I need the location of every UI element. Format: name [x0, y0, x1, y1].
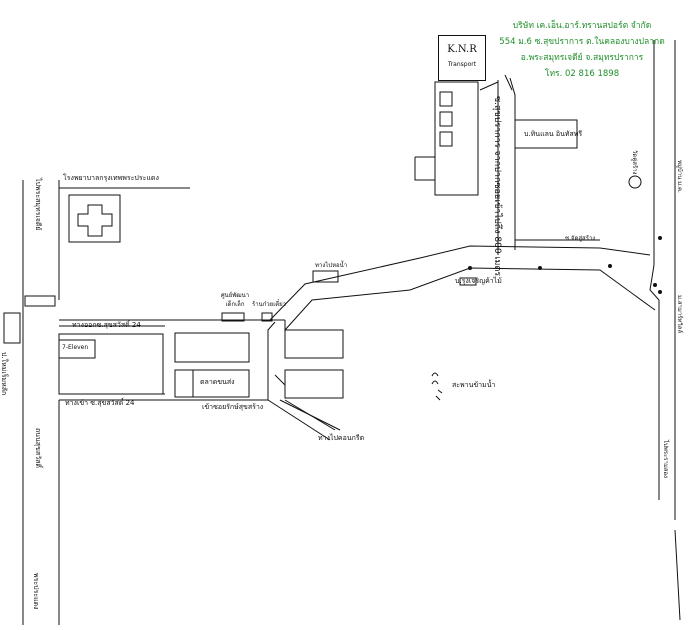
soi-sukprakan-entry: [479, 74, 513, 91]
rung-charoen-box: [459, 277, 477, 286]
diagonal-road-north-edge: [269, 245, 651, 321]
market-road: [279, 399, 341, 431]
building-left-arm: [414, 156, 435, 181]
sports-field-label: สะพานข้ามน้ำ: [452, 381, 496, 389]
soi24-in-label: ทางเข้า ซ.สุขสวัสดิ์ 24: [65, 399, 135, 407]
left-box-label: ป.ใหม่เร็มหลัก: [0, 352, 9, 395]
khok-sak-company-label: บ.ทินแลน อินทัสทรี: [524, 130, 583, 138]
to-water-tower-label: ทางไปหอน้ำ: [315, 262, 348, 269]
right-road-west-edge: [653, 40, 660, 500]
right-road-kink: [649, 264, 660, 301]
knr-title: K.N.R: [447, 44, 477, 55]
water-tower-box: [312, 270, 339, 283]
company-name: บริษัท เค.เอ็น.อาร์.ทรานสปอร์ต จำกัด: [512, 21, 652, 31]
concrete-road-west-edge: [267, 399, 331, 441]
hospital-label: โรงพยาบาลกรุงเทพพระประแดง: [63, 174, 159, 182]
chalong-krung-label: ซ.จัดสู่สร้าง: [565, 235, 596, 242]
knr-box: [438, 35, 486, 81]
bridge-icon: [431, 372, 443, 401]
building-3: [439, 131, 453, 147]
khok-sak-company-box: [514, 119, 578, 149]
block-b-inner: [174, 369, 194, 398]
to-concrete-label: ทางไปคอนกรีต: [318, 434, 365, 442]
seven-eleven-label: 7-Eleven: [62, 344, 89, 351]
soi-sukprakan-label: ซ.สุขปราการ จากปากซอยเข้าไปถึง 800 เมตร: [492, 96, 503, 276]
building-2: [439, 111, 453, 127]
sunrise-plaza-label: ตลาดขนส่ง: [200, 378, 235, 386]
hospital-icon: [68, 194, 121, 243]
company-address-line1: 554 ม.6 ซ.สุขปราการ ต.ในคลองบางปลากด: [499, 37, 665, 47]
noodle-shop-label: ร้านก๋วยเตี๋ยว: [252, 301, 287, 308]
building-1: [439, 91, 453, 107]
soi-sukprakan-east-edge: [509, 77, 516, 250]
left-road-bridge: [24, 295, 56, 307]
concrete-road-north-edge: [274, 374, 286, 386]
seven-eleven-block: [58, 333, 164, 395]
village-mc-label: หมู่บ้าน ม.ค.: [676, 160, 683, 193]
left-building: [3, 312, 21, 344]
block-d: [284, 369, 344, 399]
to-phra-pradaeng-label: พระประแดง: [32, 573, 40, 610]
wat-right-label: ไปพระรามสอง: [662, 439, 670, 478]
temple-label: วัดคู่สร้าง: [631, 150, 638, 175]
tree-markers: [468, 236, 662, 294]
city-north-label: ม.สามาร์ทวิลล์: [676, 295, 684, 333]
noodle-shop-box: [261, 312, 273, 322]
company-phone: โทร. 02 816 1898: [544, 69, 620, 79]
nai-krot-road-label: ถนนสุขสวัสดิ์: [34, 428, 44, 469]
knr-subtitle: Transport: [447, 61, 477, 68]
soi24-out-label: ทางออกซ.สุขสวัสดิ์ 24: [72, 321, 141, 329]
company-info: บริษัท เค.เอ็น.อาร์.ทรานสปอร์ต จำกัด 554…: [482, 18, 682, 82]
rung-charoen-label: บ.รุ่งเจริญค้าไม้: [455, 277, 502, 285]
to-phra-samut-chedi-label: ไปพระสมุทรเจดีย์: [34, 177, 43, 231]
diagonal-road-bend: [267, 321, 276, 400]
temple-tree-icon: [628, 175, 642, 189]
seven-eleven-sign-box: [58, 339, 96, 359]
health-center-box: [221, 312, 245, 322]
right-road-east-edge: [674, 40, 681, 621]
health-center-label: ศูนย์พัฒนา เด็กเล็ก: [220, 292, 250, 308]
company-address-line2: อ.พระสมุทรเจดีย์ จ.สมุทรปราการ: [520, 53, 644, 63]
buildings-outline: [434, 81, 479, 196]
block-a: [174, 332, 250, 363]
diagonal-road-south-edge: [284, 267, 656, 332]
enter-market-label: เข้าซอยรักษ์สุขสร้าง: [202, 403, 264, 411]
block-c: [284, 329, 344, 359]
